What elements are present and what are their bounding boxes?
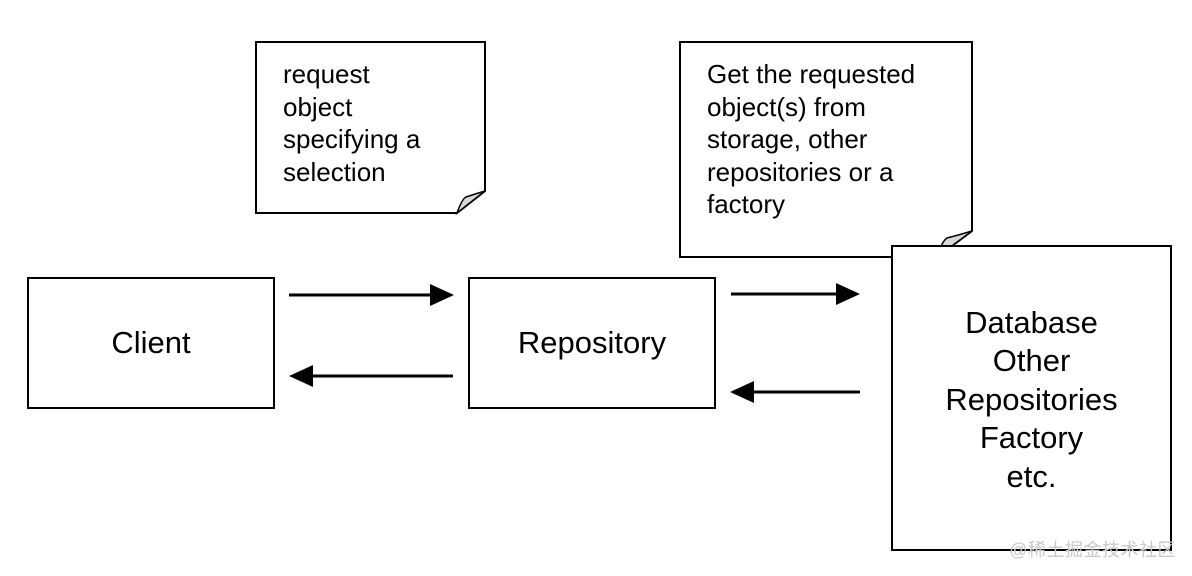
arrow-datastores-to-repository — [730, 381, 860, 403]
client-box: Client — [27, 277, 275, 409]
datastore-line: Factory — [979, 420, 1084, 456]
datastore-line: Repositories — [945, 381, 1118, 417]
watermark: @稀土掘金技术社区 — [1009, 540, 1176, 560]
note-text: Get the requested object(s) from storage… — [707, 58, 915, 221]
note-line: factory — [707, 189, 786, 219]
note-text: request object specifying a selection — [283, 58, 420, 188]
note-line: object — [283, 91, 353, 122]
request-note: request object specifying a selection — [255, 41, 487, 216]
arrow-client-to-repository — [289, 284, 454, 306]
note-line: specifying a — [283, 124, 421, 154]
note-shape — [679, 41, 973, 259]
note-fold — [455, 190, 486, 216]
note-line: repositories or a — [707, 156, 894, 187]
note-line: Get the requested — [707, 59, 916, 89]
datastores-box: Database Other Repositories Factory etc. — [891, 245, 1172, 551]
datastore-line: Other — [992, 343, 1071, 379]
note-line: storage, other — [707, 124, 868, 154]
datastore-line: Database — [965, 304, 1098, 340]
arrow-repository-to-client — [289, 365, 453, 387]
note-line: selection — [283, 156, 386, 187]
arrow-repository-to-datastores — [731, 283, 860, 305]
note-line: object(s) from — [707, 91, 866, 122]
client-label: Client — [111, 325, 191, 361]
datastore-line: etc. — [1006, 458, 1057, 494]
repository-box: Repository — [468, 277, 716, 409]
note-line: request — [283, 59, 370, 89]
note-shape — [255, 41, 486, 216]
retrieve-note: Get the requested object(s) from storage… — [679, 41, 974, 259]
repository-label: Repository — [517, 325, 667, 361]
